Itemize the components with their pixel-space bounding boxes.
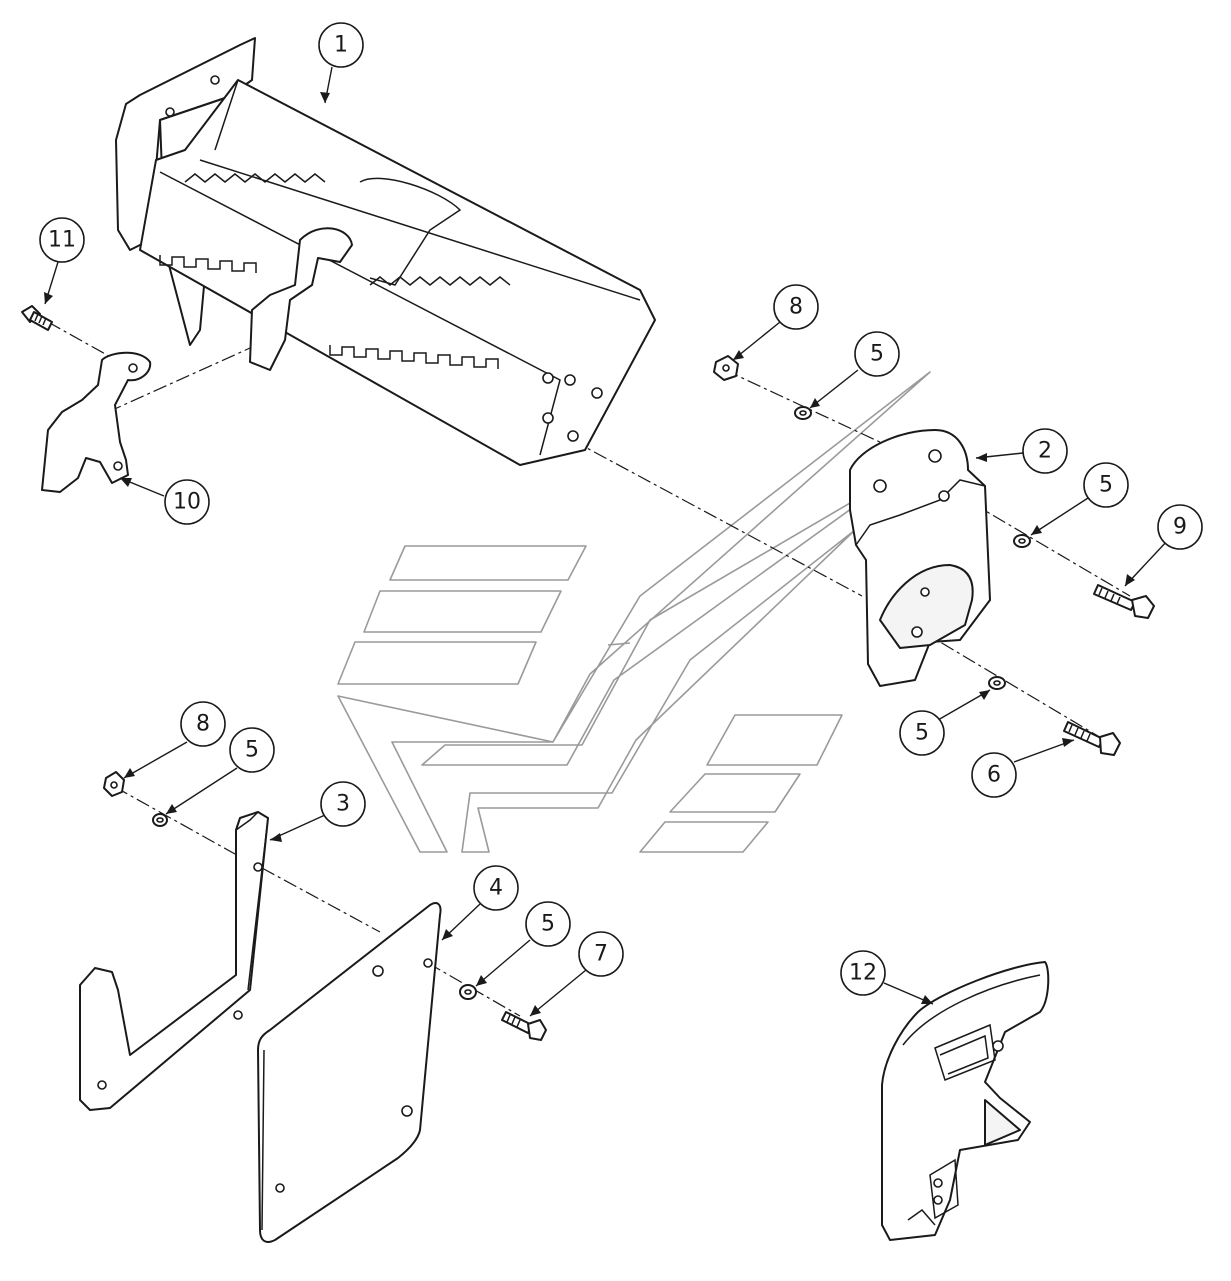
leader-7 (529, 969, 587, 1017)
hole (873, 479, 887, 493)
hole (911, 626, 923, 638)
washer-part-5-low (988, 676, 1006, 690)
callout-label: 8 (789, 295, 803, 320)
callout-label: 2 (1038, 439, 1052, 464)
leader-5-top (809, 369, 859, 409)
hole (275, 1183, 285, 1193)
nut-part-8-low (103, 771, 125, 797)
leader-5-lowleft (165, 767, 238, 815)
hole (253, 862, 263, 872)
washer-part-5-plate (459, 984, 477, 1000)
callout-label: 8 (196, 712, 210, 737)
callout-2: 2 (1022, 428, 1068, 474)
l-bracket-part-3 (79, 811, 269, 1111)
callout-label: 5 (870, 342, 884, 367)
callout-label: 11 (48, 228, 76, 253)
leader-5-mid (1030, 497, 1089, 536)
hole (938, 490, 950, 502)
callout-8-top: 8 (773, 284, 819, 330)
bolt-part-9 (1093, 584, 1155, 619)
side-weight-part-2 (849, 429, 991, 687)
hole (564, 374, 576, 386)
callout-label: 5 (915, 721, 929, 746)
nut-part-8-top (713, 355, 739, 381)
callout-11: 11 (39, 217, 85, 263)
callout-5-plate: 5 (525, 901, 571, 947)
leader-5-plate (475, 939, 531, 987)
callout-label: 4 (489, 876, 503, 901)
centerline-bolt-6 (919, 629, 1109, 743)
hole (928, 449, 942, 463)
washer-part-5-mid (1013, 534, 1031, 548)
callout-label: 7 (594, 942, 608, 967)
hole (933, 1195, 943, 1205)
hole (210, 75, 220, 85)
hole (933, 1178, 943, 1188)
callout-label: 12 (849, 961, 877, 986)
bolt-part-11 (21, 305, 53, 331)
callout-7: 7 (578, 931, 624, 977)
callout-3: 3 (320, 781, 366, 827)
flat-plate-part-4 (257, 902, 442, 1243)
callout-5-low: 5 (899, 710, 945, 756)
leader-8-low (123, 741, 188, 779)
callout-5-lowleft: 5 (229, 727, 275, 773)
callout-label: 10 (173, 490, 201, 515)
hole (401, 1105, 413, 1117)
bolt-part-7 (501, 1011, 547, 1041)
washer-part-5-lowleft (152, 813, 168, 827)
hole (992, 1040, 1004, 1052)
callout-5-top: 5 (854, 331, 900, 377)
callout-label: 1 (334, 33, 348, 58)
hole (97, 1080, 107, 1090)
callout-label: 9 (1173, 515, 1187, 540)
callout-6: 6 (971, 752, 1017, 798)
callout-label: 5 (1099, 473, 1113, 498)
callout-9: 9 (1157, 504, 1203, 550)
hole (591, 387, 603, 399)
washer-part-5-top (794, 406, 812, 420)
leader-lines (44, 66, 1169, 1017)
hook-bracket-part-10 (41, 351, 152, 493)
hole (423, 958, 433, 968)
centerline-bracket-10 (107, 329, 291, 413)
weight-bar-part-1 (115, 37, 656, 466)
callout-5-mid: 5 (1083, 462, 1129, 508)
callout-8-low: 8 (180, 701, 226, 747)
centerline-weight-2 (571, 439, 863, 597)
callout-label: 5 (245, 738, 259, 763)
hole (542, 412, 554, 424)
callout-label: 3 (336, 792, 350, 817)
centerline-plate-4 (261, 867, 381, 933)
hole (165, 107, 175, 117)
centerline-bolt-11 (47, 321, 126, 366)
hole (372, 965, 384, 977)
callout-4: 4 (473, 865, 519, 911)
bolt-part-6 (1063, 721, 1121, 756)
hole (920, 587, 930, 597)
hole (542, 372, 554, 384)
hole (128, 363, 138, 373)
hole (113, 461, 123, 471)
front-weight-part-12 (881, 961, 1050, 1241)
watermark-logo (337, 371, 931, 853)
callout-label: 5 (541, 912, 555, 937)
callout-12: 12 (840, 950, 886, 996)
hole (567, 430, 579, 442)
callout-1: 1 (318, 22, 364, 68)
hole (233, 1010, 243, 1020)
centerline-nut-8-top (724, 369, 941, 471)
callout-label: 6 (987, 763, 1001, 788)
callout-10: 10 (164, 479, 210, 525)
